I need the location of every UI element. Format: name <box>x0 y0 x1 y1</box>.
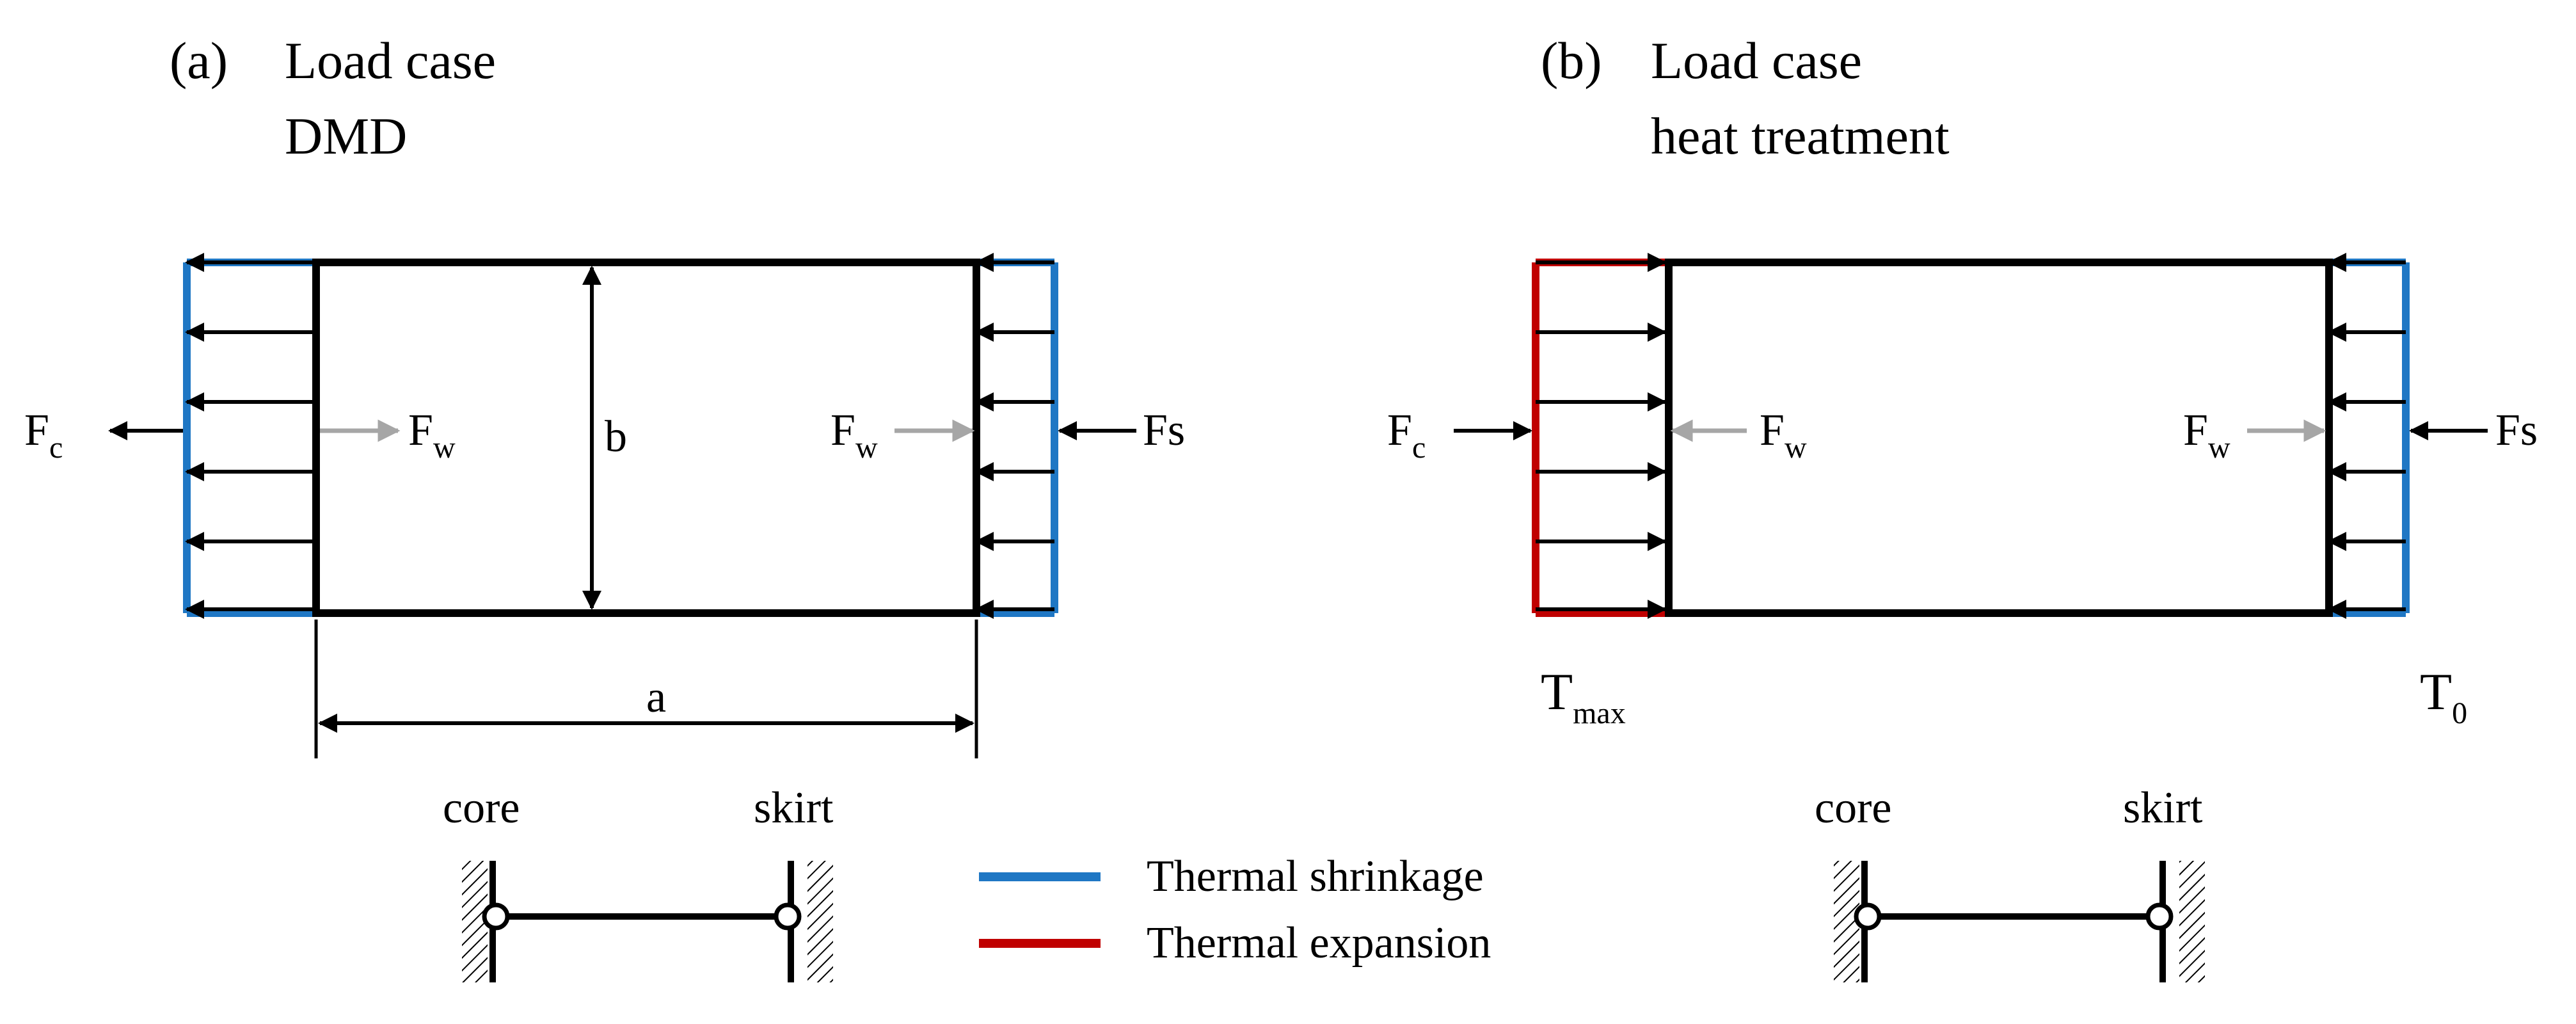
panel-b-body <box>1665 259 2333 617</box>
support-sketch-a <box>462 861 833 982</box>
panel-b-title-line1: Load case <box>1651 31 1862 90</box>
panel-a-skirt-shrinkage-zone <box>974 253 1058 619</box>
force-core-label: Fc <box>24 406 63 465</box>
panel-a-title-line2: DMD <box>285 107 407 165</box>
force-wall-right-label: Fw <box>2183 406 2230 465</box>
panel-b-skirt-shrinkage-zone <box>2327 253 2410 619</box>
legend: Thermal shrinkage Thermal expansion <box>979 852 1491 968</box>
hatched-wall <box>807 861 833 982</box>
panel-a: (a) Load case DMD <box>24 31 1185 982</box>
support-core-label: core <box>1815 783 1891 833</box>
legend-shrinkage-label: Thermal shrinkage <box>1147 852 1484 901</box>
hinge-icon <box>2145 902 2174 931</box>
support-skirt-label: skirt <box>2123 783 2203 833</box>
legend-expansion-label: Thermal expansion <box>1147 918 1491 968</box>
temperature-right-label: T0 <box>2420 662 2467 730</box>
panel-a-body <box>312 259 980 617</box>
dimension-b-label: b <box>605 412 627 461</box>
support-core-label: core <box>443 783 520 833</box>
support-sketch-b <box>1834 861 2205 982</box>
panel-b: (b) Load case heat treatment <box>1387 31 2538 982</box>
hatched-wall <box>2179 861 2205 982</box>
panel-b-core-expansion-zone <box>1532 253 1669 619</box>
force-skirt-label: Fs <box>2495 406 2538 455</box>
force-core-label: Fc <box>1387 406 1426 465</box>
panel-a-tag: (a) <box>170 31 228 90</box>
force-wall-left-label: Fw <box>1760 406 1807 465</box>
hinge-icon <box>1854 902 1882 931</box>
support-skirt-label: skirt <box>754 783 834 833</box>
panel-a-core-shrinkage-zone <box>183 253 316 619</box>
hinge-icon <box>482 902 510 931</box>
panel-b-title-line2: heat treatment <box>1651 107 1950 165</box>
temperature-left-label: Tmax <box>1541 662 1626 730</box>
force-wall-right-label: Fw <box>831 406 878 465</box>
panel-a-title-line1: Load case <box>285 31 496 90</box>
hinge-icon <box>774 902 802 931</box>
force-wall-left-label: Fw <box>408 406 456 465</box>
panel-b-tag: (b) <box>1541 31 1602 90</box>
dimension-a-label: a <box>646 673 666 722</box>
force-skirt-label: Fs <box>1143 406 1185 455</box>
